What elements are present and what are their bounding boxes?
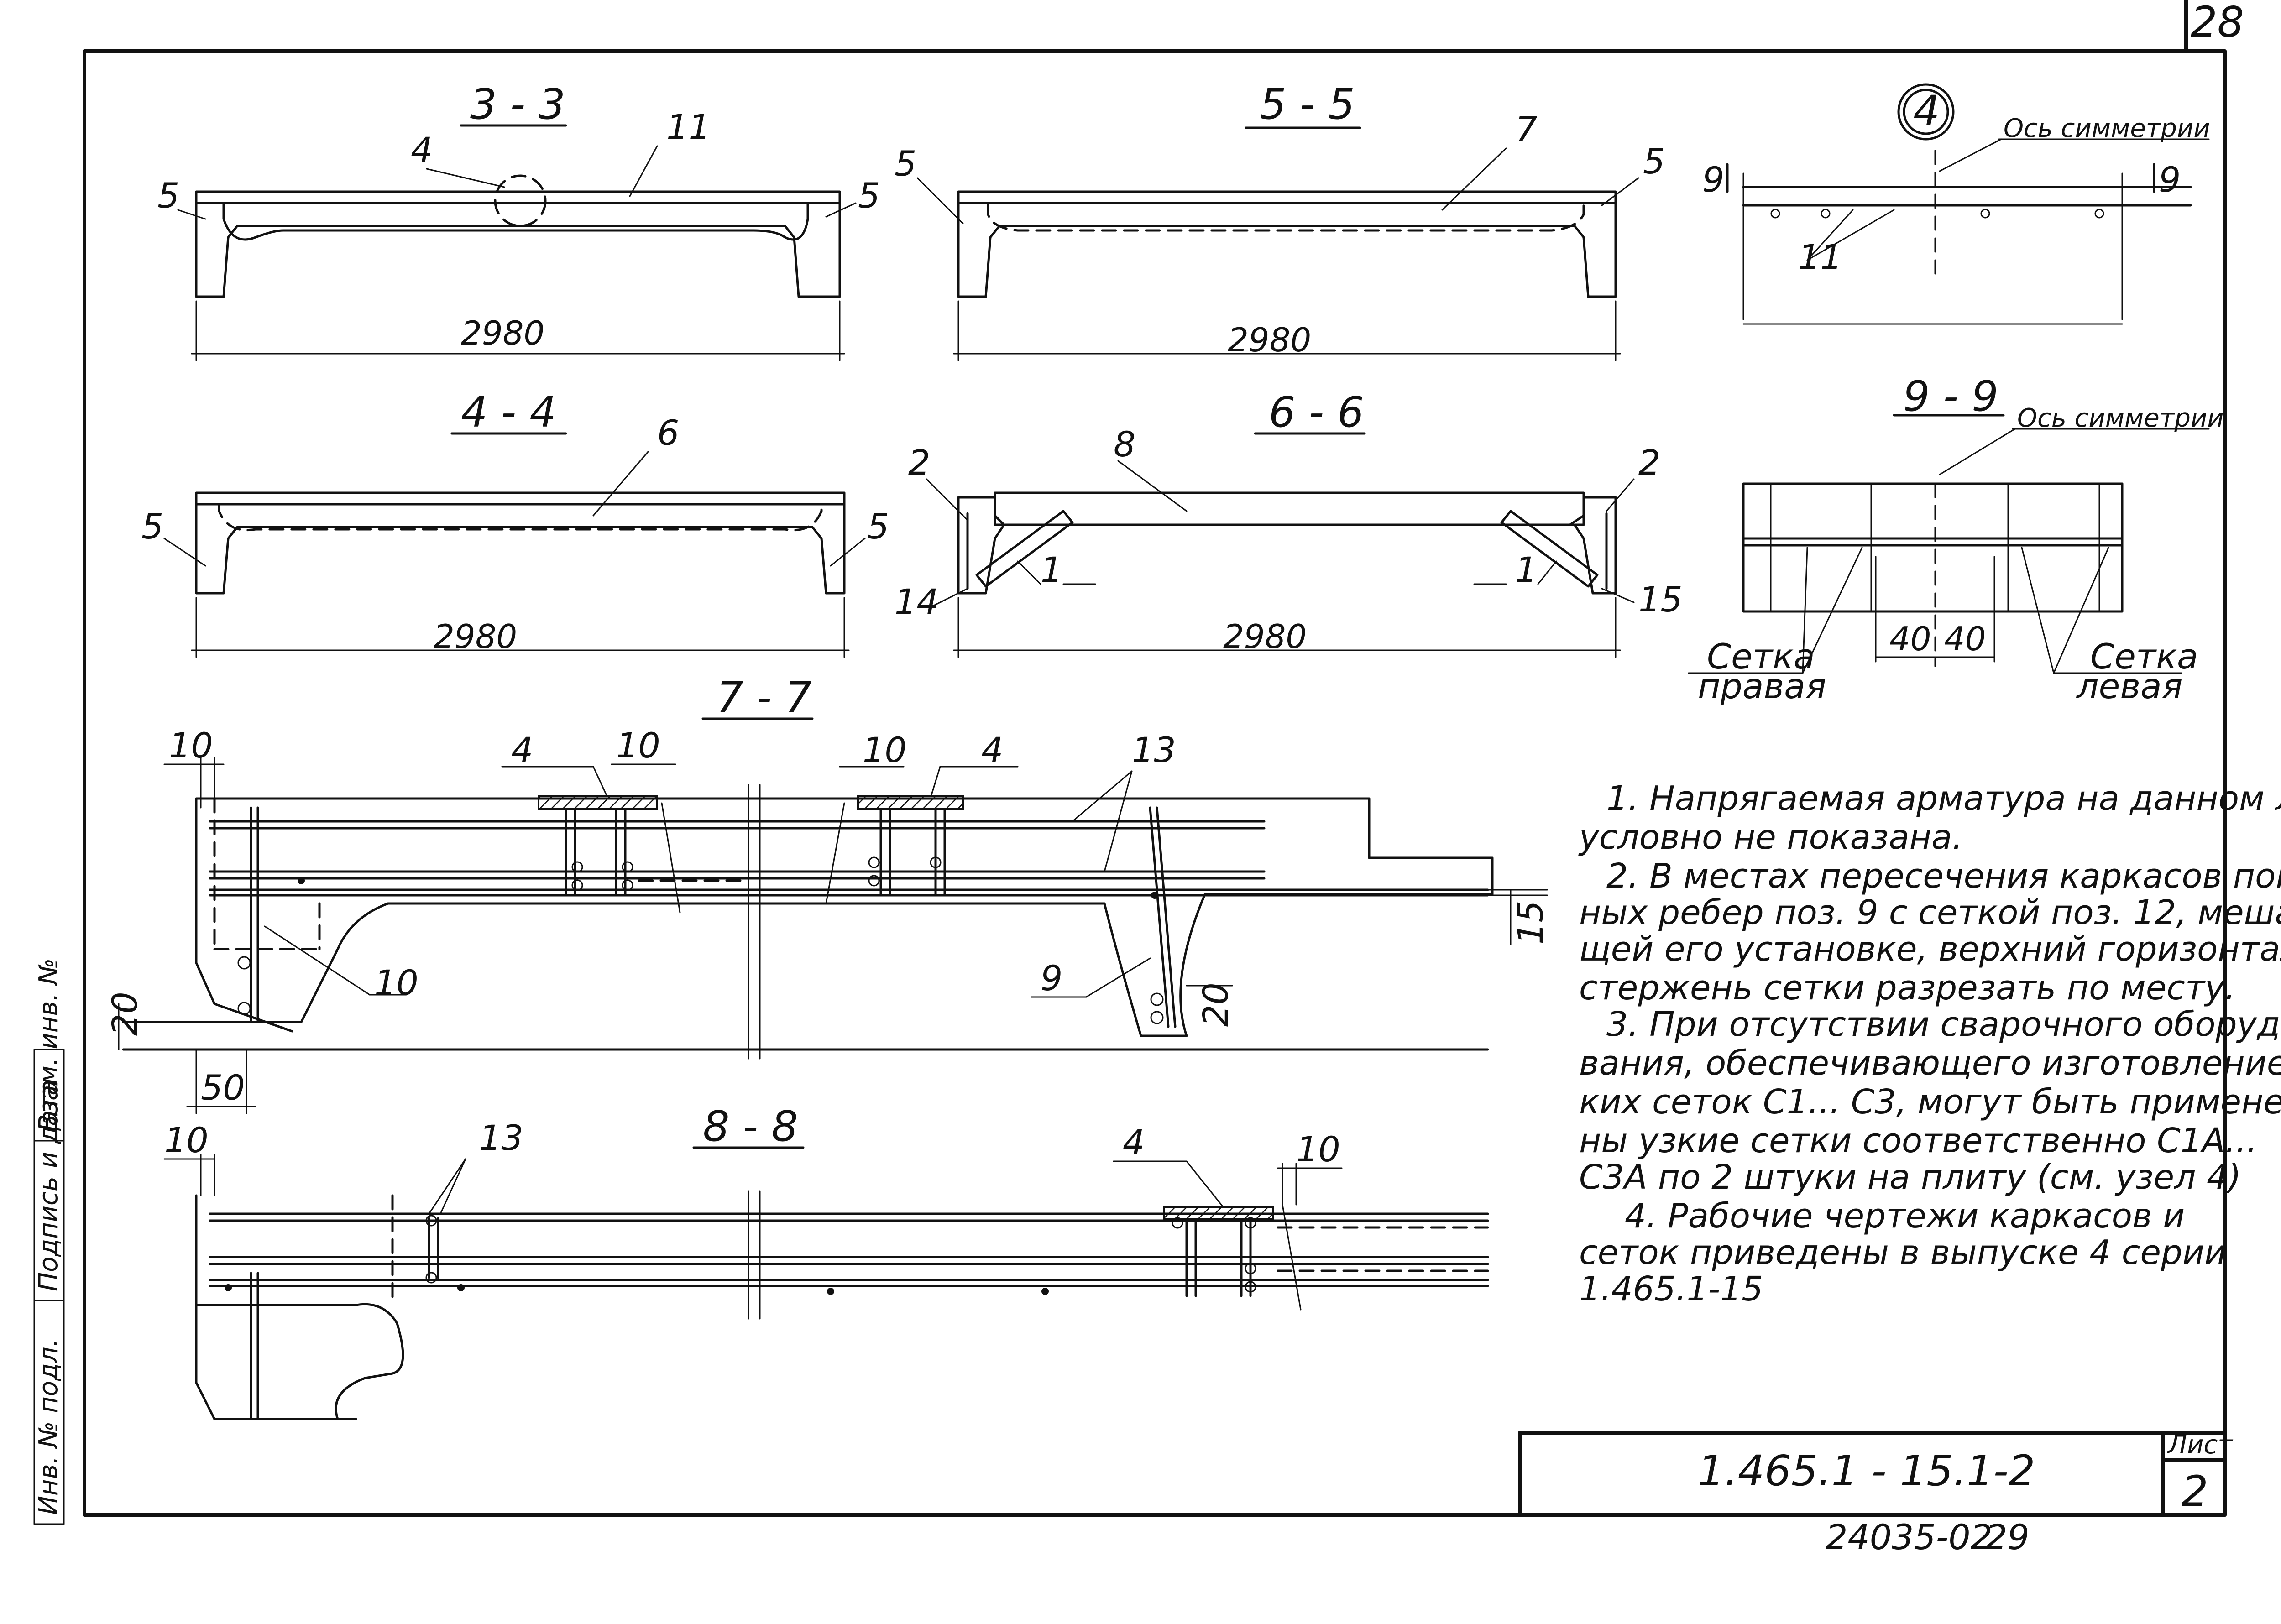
svg-text:5: 5 — [858, 175, 880, 216]
svg-text:4 - 4: 4 - 4 — [461, 388, 556, 437]
section-7-7: 7 - 7 — [105, 673, 1551, 1114]
svg-text:1: 1 — [1041, 549, 1062, 590]
section-5-5: 5 - 5 7 5 5 2980 — [895, 80, 1665, 361]
svg-text:50: 50 — [201, 1067, 245, 1108]
svg-text:10: 10 — [1296, 1129, 1340, 1170]
svg-text:1.465.1 - 15.1-2: 1.465.1 - 15.1-2 — [1698, 1446, 2035, 1495]
svg-text:ны узкие сетки соответственно: ны узкие сетки соответственно С1А... — [1579, 1121, 2257, 1160]
section-8-8: 8 - 8 10 — [163, 1102, 1489, 1420]
svg-text:Подпись и дата: Подпись и дата — [34, 1080, 63, 1291]
svg-text:5: 5 — [157, 175, 179, 216]
pos-11: 11 — [666, 107, 711, 147]
svg-text:ных ребер поз. 9 с сеткой поз.: ных ребер поз. 9 с сеткой поз. 12, мешаю… — [1579, 893, 2281, 932]
svg-text:С3А по 2 штуки на плиту (см. у: С3А по 2 штуки на плиту (см. узел 4) — [1579, 1158, 2241, 1197]
svg-text:3. При отсутствии сварочного о: 3. При отсутствии сварочного оборудо- — [1606, 1005, 2281, 1044]
svg-text:9 - 9: 9 - 9 — [1903, 372, 1998, 421]
svg-text:5: 5 — [867, 506, 889, 547]
svg-text:4: 4 — [511, 730, 533, 770]
svg-text:8 - 8: 8 - 8 — [703, 1102, 798, 1151]
svg-text:2. В местах пересечения каркас: 2. В местах пересечения каркасов попереч… — [1606, 856, 2281, 896]
svg-text:2980: 2980 — [461, 314, 544, 352]
svg-text:правая: правая — [1698, 666, 1826, 706]
svg-text:3 - 3: 3 - 3 — [470, 80, 565, 129]
svg-text:2: 2 — [1638, 442, 1660, 483]
svg-text:1. Напрягаемая арматура на дан: 1. Напрягаемая арматура на данном листе — [1606, 779, 2281, 818]
svg-text:15: 15 — [1638, 579, 1683, 620]
section-4-4: 4 - 4 6 5 5 2980 — [141, 388, 889, 658]
svg-text:4: 4 — [1913, 87, 1940, 136]
svg-text:10: 10 — [863, 730, 907, 770]
svg-text:13: 13 — [1132, 730, 1176, 770]
svg-text:9: 9 — [1702, 159, 1724, 200]
svg-text:29: 29 — [1985, 1517, 2030, 1557]
svg-text:2980: 2980 — [434, 617, 517, 656]
svg-text:Ось симметрии: Ось симметрии — [2004, 114, 2210, 143]
svg-text:4. Рабочие чертежи каркасов и: 4. Рабочие чертежи каркасов и — [1625, 1196, 2185, 1236]
svg-text:2980: 2980 — [1228, 321, 1311, 359]
svg-text:5 - 5: 5 - 5 — [1260, 80, 1355, 129]
svg-text:6 - 6: 6 - 6 — [1269, 388, 1364, 437]
svg-text:20: 20 — [105, 992, 145, 1036]
svg-text:4: 4 — [981, 730, 1003, 770]
sheet-frame — [83, 49, 2227, 1517]
svg-text:15: 15 — [1510, 900, 1551, 945]
svg-text:40: 40 — [1944, 620, 1986, 658]
svg-text:7: 7 — [1515, 109, 1537, 150]
svg-text:ких сеток С1... С3, могут быть: ких сеток С1... С3, могут быть примене- — [1579, 1082, 2281, 1122]
svg-text:Лист: Лист — [2167, 1430, 2233, 1460]
pos-4: 4 — [411, 130, 433, 170]
svg-text:левая: левая — [2076, 666, 2182, 706]
svg-text:10: 10 — [164, 1120, 209, 1160]
section-6-6: 6 - 6 8 2 2 1 1 14 15 2980 — [895, 388, 1683, 658]
svg-text:13: 13 — [479, 1117, 523, 1158]
notes-block: 1. Напрягаемая арматура на данном листе … — [1578, 779, 2281, 1309]
svg-text:1.465.1-15: 1.465.1-15 — [1579, 1269, 1763, 1309]
svg-text:4: 4 — [1123, 1122, 1145, 1163]
side-stamp: Инв. № подл. Подпись и дата Взам. инв. № — [33, 958, 65, 1525]
svg-text:щей его установке, верхний гор: щей его установке, верхний горизонтальны… — [1579, 929, 2281, 969]
svg-text:Сетка: Сетка — [1707, 636, 1815, 677]
svg-text:Взам. инв. №: Взам. инв. № — [34, 958, 63, 1132]
svg-text:6: 6 — [657, 413, 679, 453]
svg-text:5: 5 — [141, 506, 163, 547]
title-block: 1.465.1 - 15.1-2 Лист 2 — [1518, 1430, 2233, 1517]
svg-text:Сетка: Сетка — [2090, 636, 2198, 677]
svg-text:14: 14 — [895, 581, 939, 622]
svg-text:2980: 2980 — [1223, 617, 1307, 656]
svg-text:вания, обеспечивающего изготов: вания, обеспечивающего изготовление широ… — [1579, 1044, 2281, 1083]
svg-text:2: 2 — [2182, 1467, 2208, 1516]
svg-text:5: 5 — [895, 143, 916, 184]
svg-text:5: 5 — [1643, 141, 1665, 182]
svg-text:10: 10 — [616, 725, 660, 766]
svg-text:40: 40 — [1889, 620, 1931, 658]
section-9-9: 9 - 9 Ось симметрии 40 40 Сетка правая С… — [1688, 372, 2224, 706]
svg-text:условно не показана.: условно не показана. — [1578, 818, 1963, 857]
svg-text:2: 2 — [908, 442, 930, 483]
svg-text:стержень сетки разрезать по ме: стержень сетки разрезать по месту. — [1579, 968, 2235, 1008]
svg-text:9: 9 — [2159, 159, 2181, 200]
svg-text:20: 20 — [1195, 982, 1236, 1027]
page-number: 28 — [2191, 0, 2244, 47]
svg-text:24035-02: 24035-02 — [1826, 1517, 1993, 1557]
svg-text:7 - 7: 7 - 7 — [717, 673, 812, 722]
svg-text:сеток приведены в выпуске 4 се: сеток приведены в выпуске 4 серии — [1579, 1233, 2226, 1272]
footer: 24035-02 29 — [1826, 1517, 2030, 1557]
svg-text:Инв. № подл.: Инв. № подл. — [34, 1339, 63, 1515]
svg-text:10: 10 — [374, 962, 419, 1003]
svg-text:10: 10 — [169, 725, 213, 766]
svg-text:Ось симметрии: Ось симметрии — [2017, 403, 2224, 433]
section-3-3: 3 - 3 4 11 5 5 2980 — [157, 80, 880, 361]
svg-text:9: 9 — [1041, 958, 1062, 998]
svg-text:8: 8 — [1114, 424, 1135, 465]
svg-text:1: 1 — [1515, 549, 1537, 590]
node-4: 4 Ось симметрии 9 9 11 — [1702, 83, 2210, 325]
